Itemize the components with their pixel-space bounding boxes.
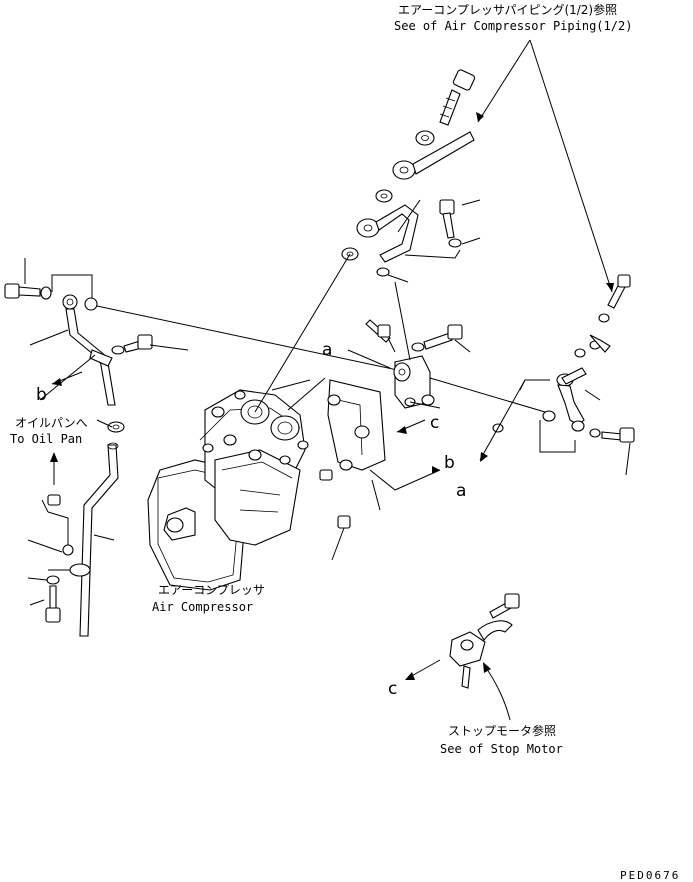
arrow-c-right bbox=[396, 419, 426, 434]
callout-a-right: a bbox=[456, 481, 466, 501]
washer-right-1 bbox=[598, 313, 610, 323]
bolt-left bbox=[4, 283, 52, 300]
stop-motor-en: See of Stop Motor bbox=[440, 742, 563, 756]
drawing-code: PED0676 bbox=[620, 869, 680, 882]
leader-right-center bbox=[454, 339, 471, 353]
leader-washer bbox=[387, 274, 409, 283]
bolt-right-low bbox=[601, 427, 635, 443]
compressor-en: Air Compressor bbox=[152, 600, 253, 614]
oil-pipe-upper bbox=[62, 294, 116, 406]
leader-left-mid bbox=[149, 344, 189, 351]
top-ref-jp: エアーコンプレッサパイピング(1/2)参照 bbox=[398, 2, 617, 17]
mounting-bracket bbox=[327, 379, 386, 471]
nut-bracket-2 bbox=[337, 515, 351, 529]
leader-oil-nut bbox=[96, 419, 113, 428]
pipe-right bbox=[556, 367, 587, 432]
air-compressor bbox=[147, 389, 309, 591]
bolt-upper-right bbox=[439, 199, 462, 248]
fitting-right bbox=[589, 334, 611, 353]
clamp-lower-left bbox=[62, 544, 91, 577]
nut-lower-left bbox=[47, 494, 61, 506]
arrow-c-bottom bbox=[405, 659, 441, 680]
leader-washer-ll bbox=[27, 577, 48, 581]
leader-pipe-right bbox=[584, 389, 601, 401]
leader-nut-b2 bbox=[331, 527, 345, 561]
arrow-oil-pan bbox=[50, 452, 58, 485]
leader-upper-2 bbox=[461, 237, 481, 245]
leader-compressor-2 bbox=[271, 379, 311, 391]
leader-right-bracket bbox=[539, 420, 576, 453]
leader-left-bracket bbox=[51, 274, 93, 300]
callout-a-top: a bbox=[322, 340, 332, 360]
bolt-lower-left bbox=[45, 585, 61, 623]
leader-nut-ll bbox=[41, 499, 49, 513]
leader-center-bolt bbox=[387, 337, 396, 353]
arrow-stop-motor bbox=[483, 662, 511, 721]
top-ref-en: See of Air Compressor Piping(1/2) bbox=[394, 19, 632, 33]
nut-bracket-1 bbox=[319, 469, 333, 481]
bolt-center-top bbox=[365, 319, 391, 343]
arrow-a-right bbox=[479, 379, 526, 462]
leader-elbow2 bbox=[397, 199, 421, 233]
leader-nut-ll-2 bbox=[47, 511, 69, 545]
arrow-b-right bbox=[369, 466, 441, 491]
washer-lower-left bbox=[46, 575, 60, 585]
washer-4 bbox=[376, 267, 390, 277]
pipe-elbow bbox=[356, 204, 419, 263]
leader-valve-low bbox=[409, 401, 441, 409]
leader-valve-right bbox=[429, 377, 546, 413]
washer-right-2 bbox=[574, 348, 586, 358]
leader-long-diagonal bbox=[96, 305, 403, 372]
leader-upper-1 bbox=[461, 199, 481, 206]
arrow-b-left bbox=[51, 371, 83, 386]
leader-compressor-3 bbox=[287, 377, 326, 411]
callout-c-right: c bbox=[430, 413, 439, 433]
leader-elbow bbox=[404, 249, 461, 259]
leader-a-top bbox=[347, 349, 391, 369]
top-ref-leaders bbox=[476, 39, 614, 293]
banjo-bolt-top bbox=[439, 69, 476, 126]
oil-pan-jp: オイルパンへ bbox=[15, 416, 88, 430]
pipe-upper bbox=[392, 131, 475, 180]
leader-to-valve bbox=[394, 281, 411, 361]
leader-oil-pipe bbox=[93, 534, 115, 541]
stop-motor-clamp bbox=[449, 620, 513, 689]
leader-compressor-1 bbox=[254, 253, 351, 413]
washer-right-3 bbox=[542, 410, 556, 422]
callout-b-left: b bbox=[36, 385, 47, 405]
valve-body bbox=[393, 355, 435, 409]
callout-c-bottom: c bbox=[388, 679, 397, 699]
leader-right-bolt bbox=[625, 442, 631, 476]
leader-bracket-low bbox=[371, 479, 381, 511]
oil-pipe-lower bbox=[79, 421, 125, 637]
leader-bolt-ll bbox=[29, 599, 45, 606]
bolt-right-center bbox=[411, 324, 463, 352]
compressor-jp: エアーコンプレッサ bbox=[158, 583, 265, 597]
washer-1 bbox=[415, 130, 435, 146]
leader-clamp bbox=[27, 539, 63, 553]
callout-b-right: b bbox=[444, 453, 455, 473]
bolt-right-top bbox=[607, 274, 631, 309]
bolt-left-mid bbox=[111, 334, 153, 355]
washer-right-4 bbox=[589, 428, 601, 438]
leader-left-pipe bbox=[29, 329, 69, 346]
oil-pan-en: To Oil Pan bbox=[10, 432, 82, 446]
washer-2 bbox=[375, 189, 393, 203]
stop-motor-jp: ストップモータ参照 bbox=[448, 723, 556, 738]
bolt-stop-motor bbox=[489, 593, 520, 619]
